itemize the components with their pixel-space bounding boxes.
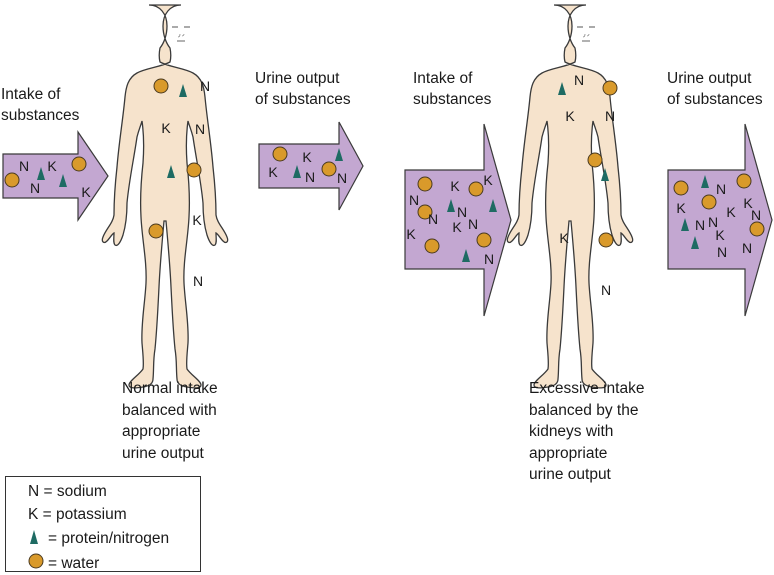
intake-arrow-right: [404, 123, 512, 317]
protein-marker: [335, 148, 343, 161]
output-label-right: Urine output of substances: [667, 70, 763, 108]
sodium-marker: N: [305, 169, 315, 185]
protein-marker: [701, 175, 709, 188]
potassium-marker: K: [81, 184, 91, 200]
water-marker: [417, 176, 433, 192]
potassium-marker: K: [192, 212, 202, 228]
sodium-marker: N: [717, 244, 727, 260]
intake-label-right: Intake of substances: [413, 70, 492, 108]
sodium-marker: N: [337, 170, 347, 186]
sodium-marker: N: [195, 121, 205, 137]
water-marker: [587, 152, 603, 168]
human-figure-excessive: [506, 4, 634, 389]
sodium-marker: N: [30, 180, 40, 196]
output-arrow-right: [667, 123, 773, 317]
legend: N = sodium K = potassium = protein/nitro…: [5, 476, 201, 572]
human-figure-normal: [101, 4, 229, 389]
potassium-marker: K: [483, 172, 493, 188]
intake-label-left: Intake of substances: [1, 86, 80, 124]
legend-item-protein: = protein/nitrogen: [28, 527, 169, 549]
water-marker: [186, 162, 202, 178]
potassium-marker: K: [565, 108, 575, 124]
sodium-marker: N: [468, 216, 478, 232]
output-label-left: Urine output of substances: [255, 70, 351, 108]
protein-marker: [179, 84, 187, 97]
potassium-marker: K: [47, 158, 57, 174]
water-marker: [476, 232, 492, 248]
protein-marker: [691, 236, 699, 249]
protein-marker: [558, 82, 566, 95]
potassium-marker: K: [676, 200, 686, 216]
protein-marker: [167, 165, 175, 178]
potassium-marker: K: [559, 230, 569, 246]
caption-normal: Normal intake balanced with appropriate …: [122, 380, 218, 462]
water-marker: [424, 238, 440, 254]
potassium-marker: K: [715, 227, 725, 243]
sodium-marker: N: [193, 273, 203, 289]
legend-item-potassium: K = potassium: [28, 506, 127, 523]
water-circle-icon: [28, 550, 48, 575]
protein-triangle-icon: [28, 527, 48, 550]
water-marker: [148, 223, 164, 239]
sodium-marker: N: [708, 214, 718, 230]
potassium-marker: K: [726, 204, 736, 220]
potassium-marker: K: [743, 195, 753, 211]
water-marker: [673, 180, 689, 196]
sodium-marker: N: [716, 181, 726, 197]
protein-marker: [601, 168, 609, 181]
sodium-marker: N: [484, 251, 494, 267]
protein-marker: [59, 174, 67, 187]
output-arrow-left: [258, 121, 364, 211]
water-marker: [468, 181, 484, 197]
potassium-marker: K: [450, 178, 460, 194]
water-marker: [749, 221, 765, 237]
potassium-marker: K: [452, 219, 462, 235]
protein-marker: [489, 199, 497, 212]
water-marker: [321, 161, 337, 177]
potassium-marker: K: [406, 226, 416, 242]
water-marker: [71, 156, 87, 172]
protein-marker: [447, 199, 455, 212]
water-marker: [153, 78, 169, 94]
sodium-marker: N: [605, 108, 615, 124]
potassium-marker: K: [302, 149, 312, 165]
water-marker: [417, 204, 433, 220]
sodium-marker: N: [19, 158, 29, 174]
water-marker: [598, 232, 614, 248]
water-marker: [272, 146, 288, 162]
intake-arrow-left: [2, 130, 109, 222]
potassium-marker: K: [268, 164, 278, 180]
sodium-marker: N: [574, 72, 584, 88]
protein-marker: [681, 218, 689, 231]
sodium-marker: N: [428, 211, 438, 227]
sodium-marker: N: [457, 204, 467, 220]
sodium-marker: N: [601, 282, 611, 298]
sodium-marker: N: [200, 78, 210, 94]
sodium-marker: N: [409, 192, 419, 208]
protein-marker: [293, 165, 301, 178]
sodium-marker: N: [742, 240, 752, 256]
potassium-marker: K: [161, 120, 171, 136]
legend-item-sodium: N = sodium: [28, 483, 107, 500]
legend-item-water: = water: [28, 550, 99, 572]
protein-marker: [462, 249, 470, 262]
water-marker: [4, 172, 20, 188]
sodium-marker: N: [751, 207, 761, 223]
water-marker: [736, 173, 752, 189]
sodium-marker: N: [695, 217, 705, 233]
water-marker: [701, 194, 717, 210]
protein-marker: [37, 167, 45, 180]
water-marker: [602, 80, 618, 96]
caption-excessive: Excessive intake balanced by the kidneys…: [529, 380, 645, 483]
